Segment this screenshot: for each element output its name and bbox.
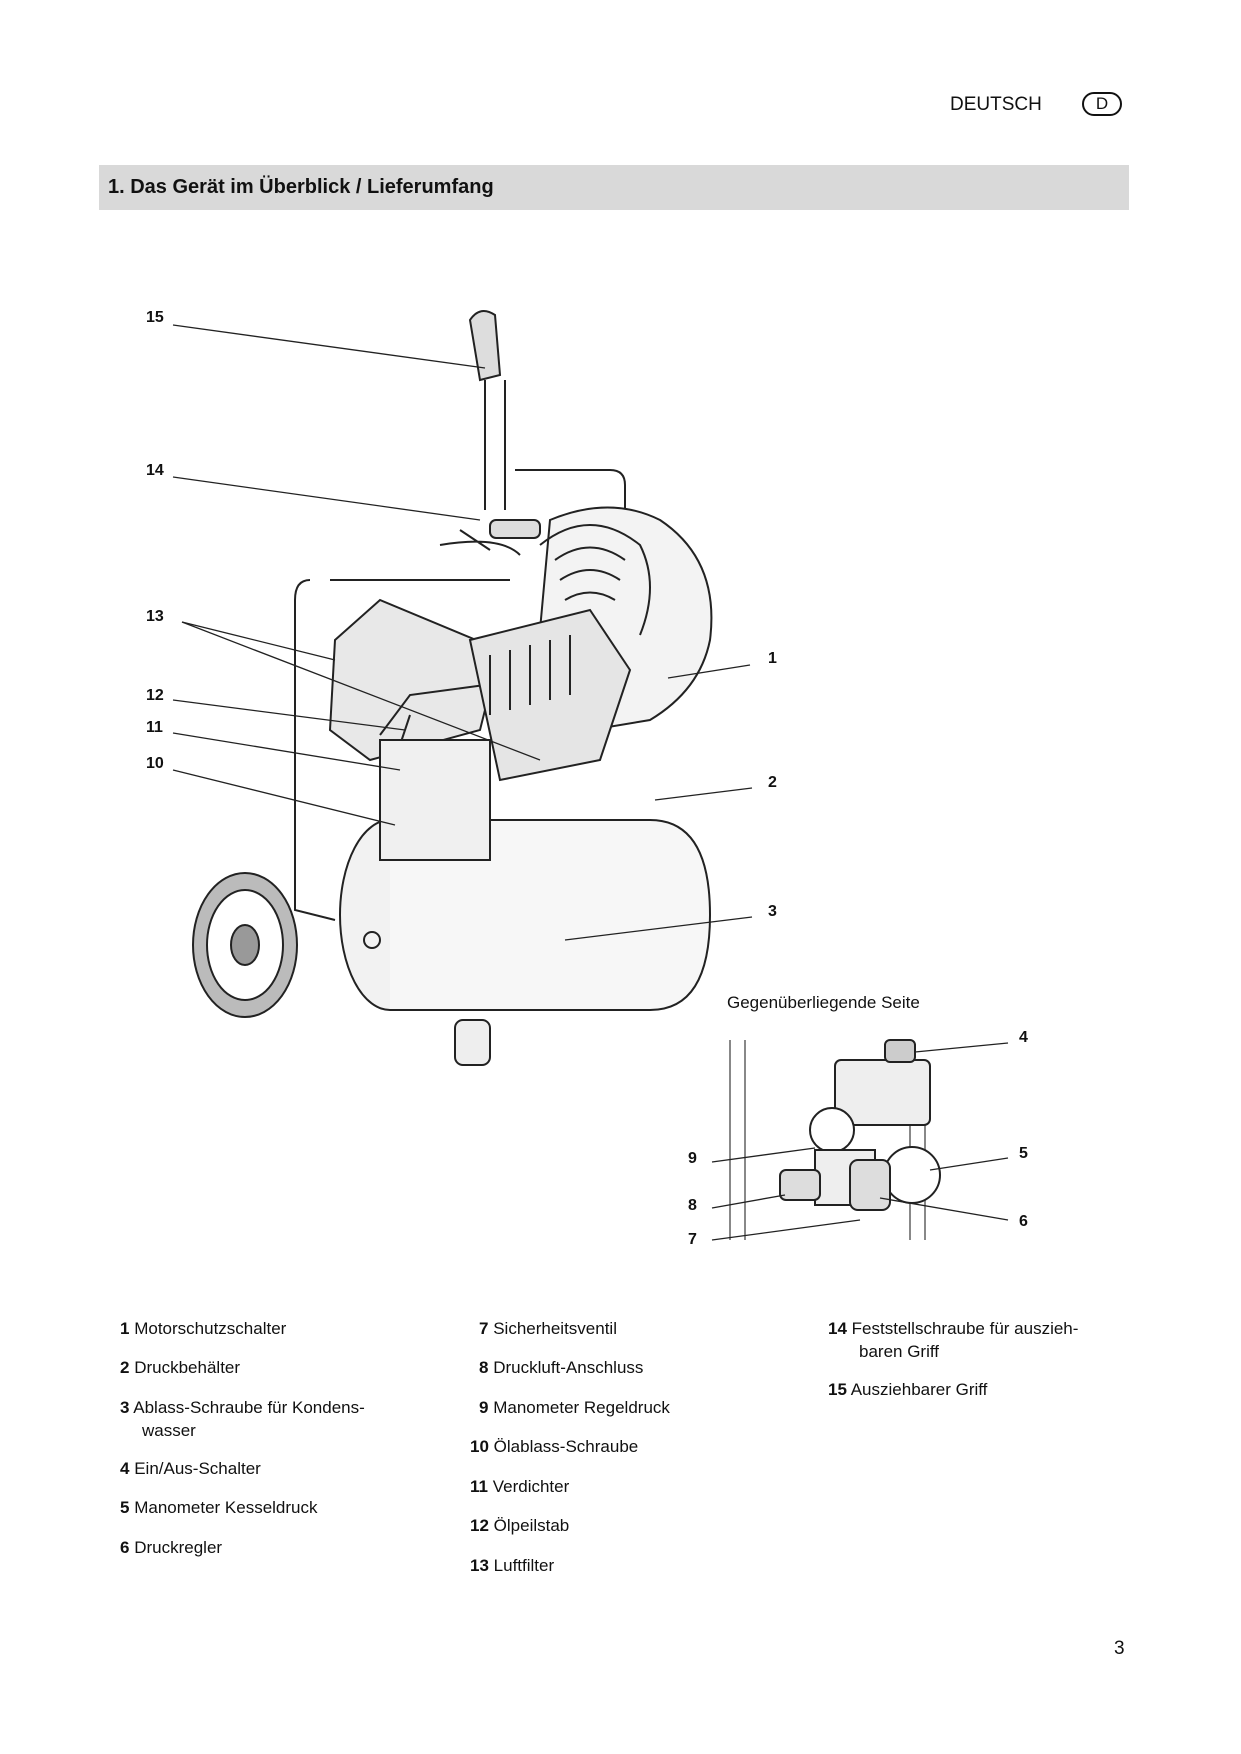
legend-item: 5 Manometer Kesseldruck (120, 1498, 318, 1517)
section-heading-bar: 1. Das Gerät im Überblick / Lieferumfang (99, 165, 1129, 210)
legend-item: 10 Ölablass-Schraube (470, 1437, 639, 1456)
callout-12: 12 (146, 687, 164, 704)
legend-item: 8 Druckluft-Anschluss (479, 1358, 644, 1377)
leader-lines (172, 324, 753, 941)
callout-13: 13 (146, 608, 164, 625)
callout-14: 14 (146, 462, 164, 479)
compressor-drawing (192, 310, 713, 1066)
legend-item: 2 Druckbehälter (120, 1358, 241, 1377)
language-label: DEUTSCH (950, 94, 1042, 115)
inset-title: Gegenüberliegende Seite (727, 993, 920, 1012)
legend-item: 7 Sicherheitsventil (479, 1319, 617, 1338)
callout-8: 8 (688, 1197, 697, 1214)
inset-drawing (711, 1039, 1009, 1241)
callout-10: 10 (146, 755, 164, 772)
compressor-illustration (172, 310, 1009, 1241)
legend-item: 1 Motorschutzschalter (120, 1319, 287, 1338)
callout-5: 5 (1019, 1145, 1028, 1162)
legend-item: 13 Luftfilter (470, 1556, 555, 1575)
legend-item: 14 Feststellschraube für auszieh-baren G… (828, 1319, 1079, 1361)
legend-item: 9 Manometer Regeldruck (479, 1398, 670, 1417)
legend-item: 3 Ablass-Schraube für Kondens-wasser (120, 1398, 365, 1440)
callout-15: 15 (146, 309, 164, 326)
callout-7: 7 (688, 1231, 697, 1248)
legend-item: 12 Ölpeilstab (470, 1516, 570, 1535)
page-number: 3 (1114, 1638, 1125, 1659)
language-badge: D (1082, 92, 1122, 116)
callout-1: 1 (768, 650, 777, 667)
section-title: 1. Das Gerät im Überblick / Lieferumfang (108, 176, 494, 198)
legend-item: 11 Verdichter (470, 1477, 570, 1496)
callout-9: 9 (688, 1150, 697, 1167)
legend-item: 4 Ein/Aus-Schalter (120, 1459, 261, 1478)
callout-11: 11 (146, 719, 163, 736)
legend-item: 6 Druckregler (120, 1538, 223, 1557)
callout-3: 3 (768, 903, 777, 920)
callout-4: 4 (1019, 1029, 1028, 1046)
callout-2: 2 (768, 774, 777, 791)
callout-6: 6 (1019, 1213, 1028, 1230)
legend-item: 15 Ausziehbarer Griff (828, 1380, 988, 1399)
